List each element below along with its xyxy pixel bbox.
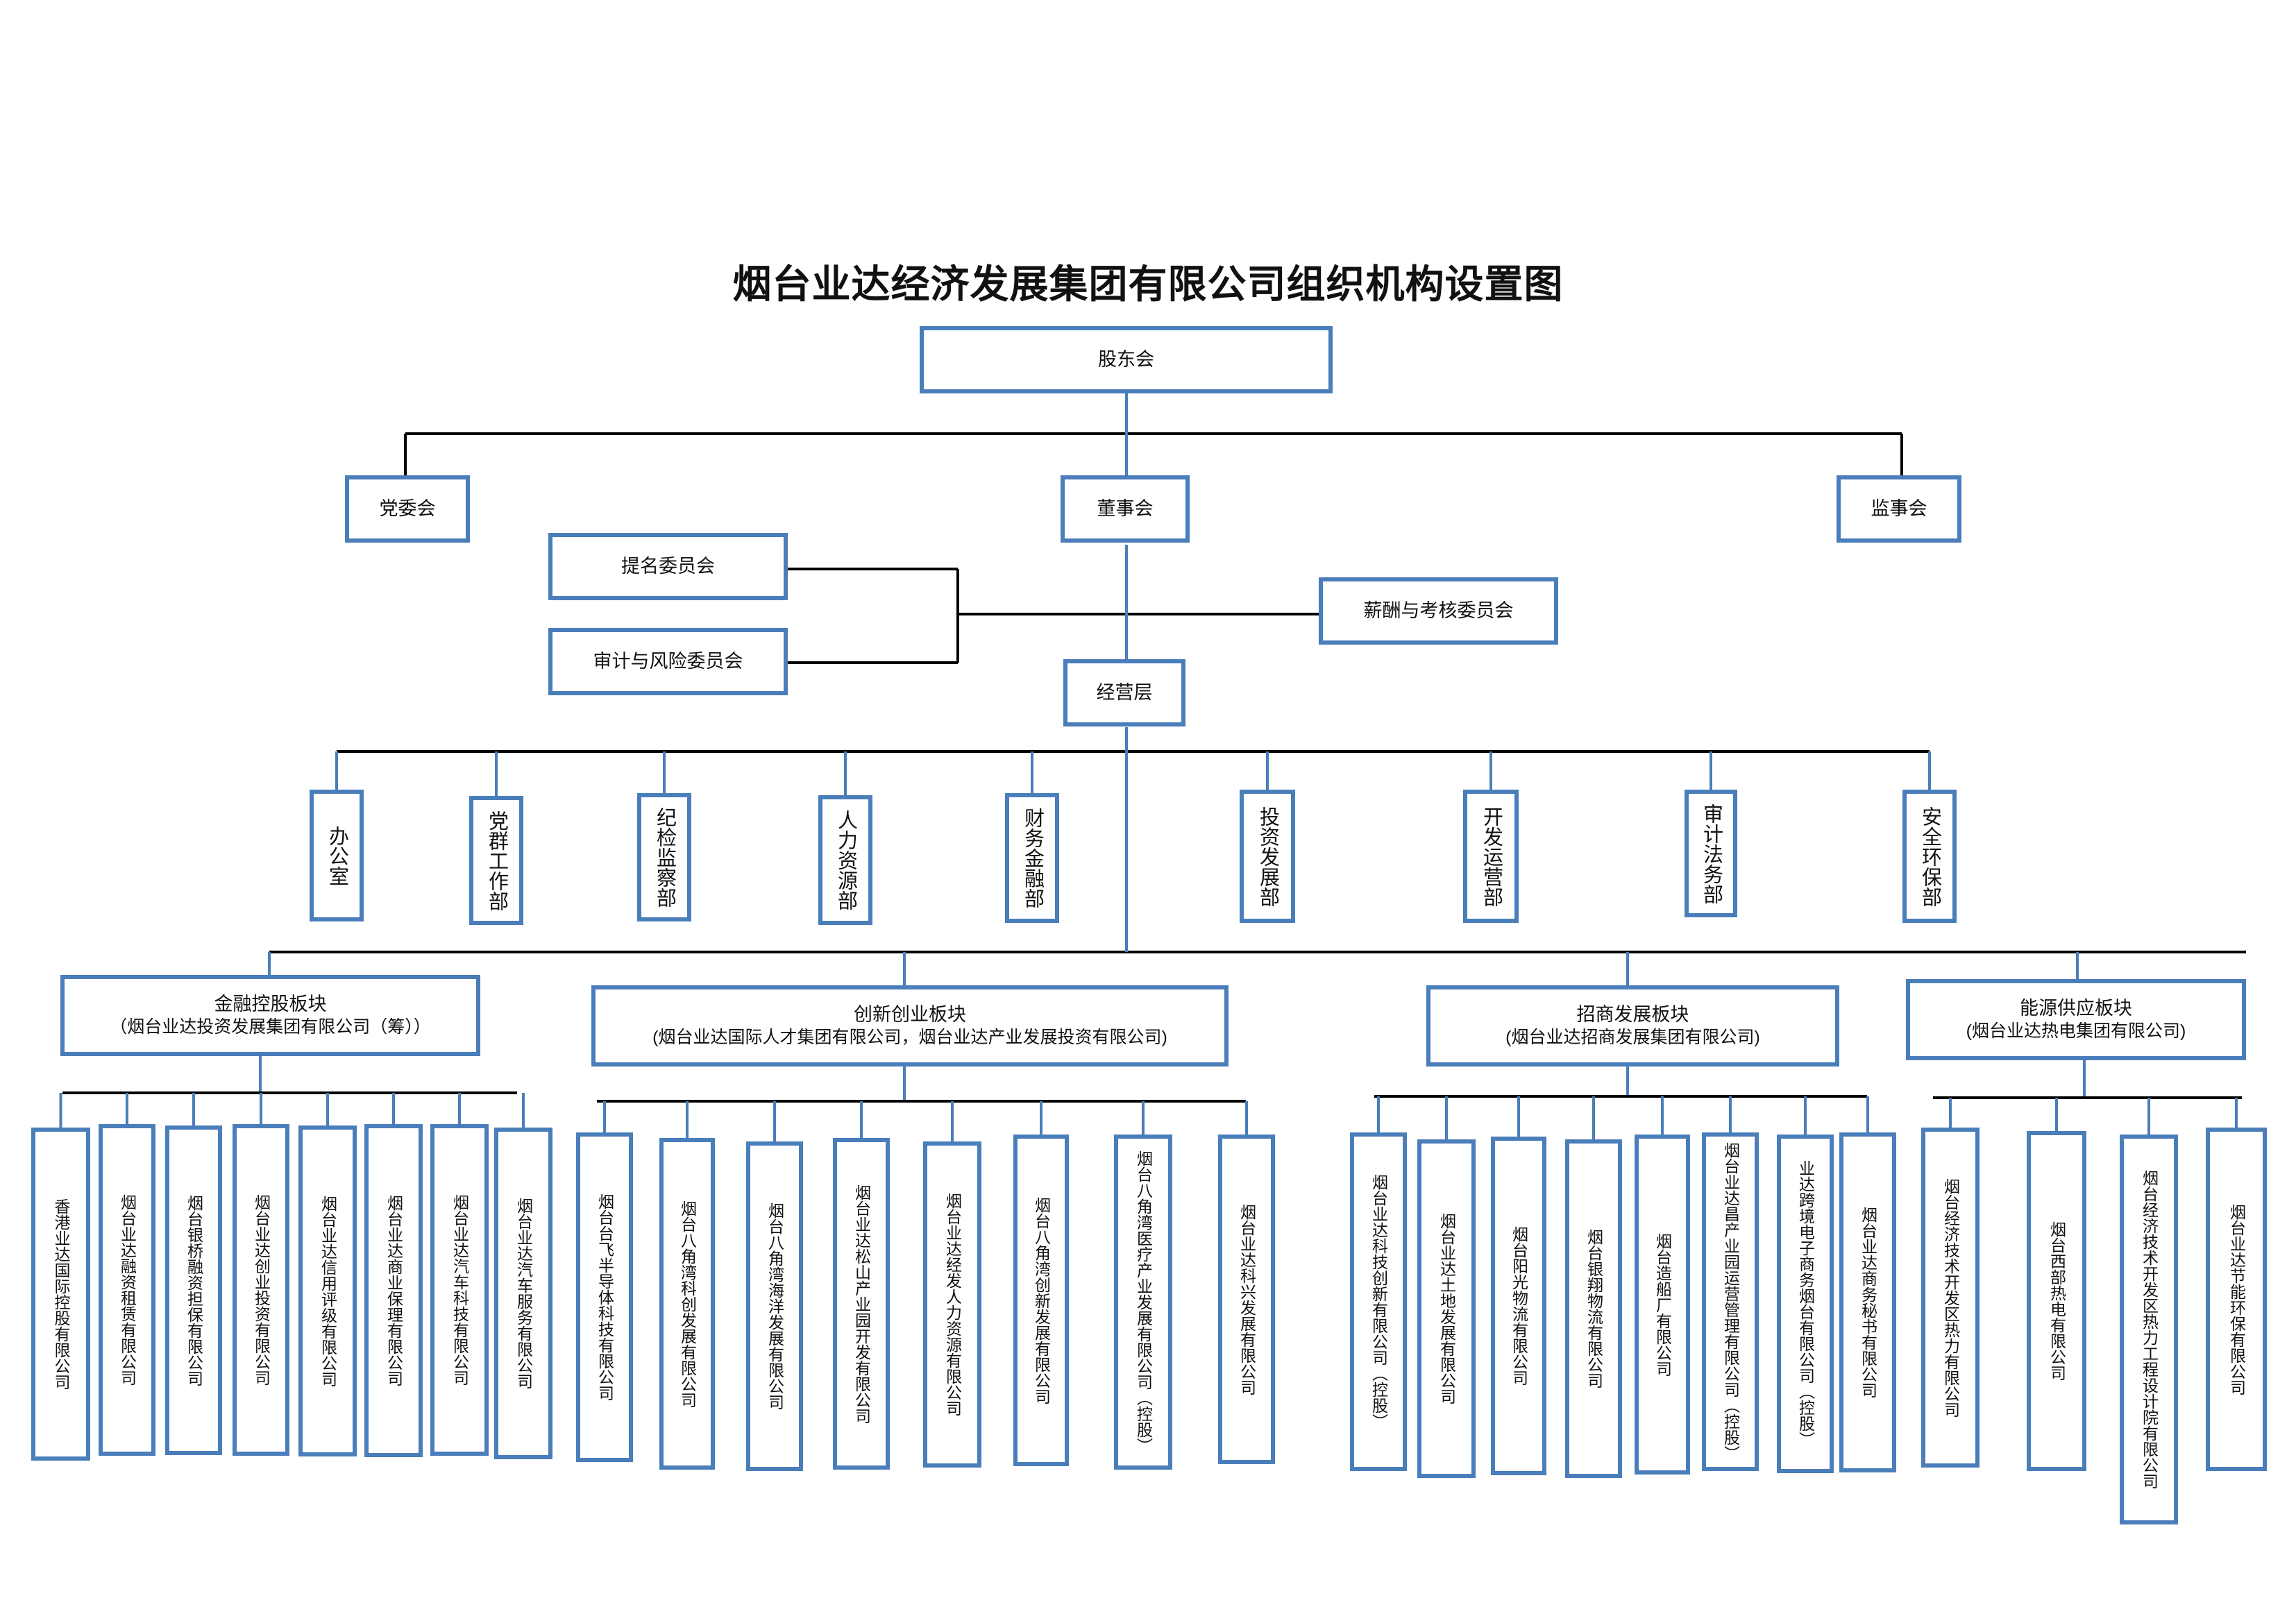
audit-risk-committee-box: 审计与风险委员会 xyxy=(548,628,788,695)
management-box: 经营层 xyxy=(1063,659,1185,726)
board-box: 董事会 xyxy=(1061,475,1190,543)
department-box: 审计法务部 xyxy=(1685,790,1737,917)
nomination-committee-box: 提名委员会 xyxy=(548,533,788,600)
segment-box: 创新创业板块(烟台业达国际人才集团有限公司，烟台业达产业发展投资有限公司) xyxy=(591,985,1229,1067)
department-box: 开发运营部 xyxy=(1463,790,1519,923)
department-box: 党群工作部 xyxy=(469,796,523,925)
subsidiary-box: 烟台业达商业保理有限公司 xyxy=(364,1124,423,1457)
subsidiary-box: 烟台业达融资租赁有限公司 xyxy=(99,1124,155,1456)
segment-company: (烟台业达国际人才集团有限公司，烟台业达产业发展投资有限公司) xyxy=(652,1027,1167,1047)
subsidiary-box: 烟台业达创业投资有限公司 xyxy=(233,1124,289,1456)
subsidiary-box: 业达跨境电子商务烟台有限公司（控股） xyxy=(1777,1135,1834,1473)
subsidiary-box: 烟台银翔物流有限公司 xyxy=(1565,1139,1622,1478)
subsidiary-box: 烟台银桥融资担保有限公司 xyxy=(165,1125,222,1455)
department-box: 财务金融部 xyxy=(1005,793,1059,923)
supervisors-box: 监事会 xyxy=(1837,475,1961,543)
department-box: 人力资源部 xyxy=(818,795,872,925)
segment-name: 创新创业板块 xyxy=(854,1004,966,1025)
department-box: 安全环保部 xyxy=(1902,790,1957,923)
subsidiary-box: 烟台业达汽车服务有限公司 xyxy=(494,1128,552,1459)
subsidiary-box: 烟台八角湾科创发展有限公司 xyxy=(659,1138,715,1470)
subsidiary-box: 烟台业达松山产业园开发有限公司 xyxy=(833,1138,890,1470)
segment-company: (烟台业达热电集团有限公司) xyxy=(1966,1021,2186,1041)
segment-company: (烟台业达招商发展集团有限公司) xyxy=(1505,1027,1760,1047)
segment-name: 招商发展板块 xyxy=(1576,1004,1689,1025)
segment-box: 招商发展板块(烟台业达招商发展集团有限公司) xyxy=(1426,985,1839,1067)
subsidiary-box: 烟台八角湾创新发展有限公司 xyxy=(1013,1135,1069,1466)
subsidiary-box: 烟台业达昌产业园运营管理有限公司（控股） xyxy=(1702,1132,1759,1471)
subsidiary-box: 烟台业达科技创新有限公司（控股） xyxy=(1350,1132,1407,1471)
segment-box: 能源供应板块(烟台业达热电集团有限公司) xyxy=(1906,979,2246,1060)
subsidiary-box: 烟台业达土地发展有限公司 xyxy=(1417,1139,1476,1478)
subsidiary-box: 烟台西部热电有限公司 xyxy=(2027,1131,2086,1471)
shareholders-box: 股东会 xyxy=(920,326,1333,393)
segment-name: 金融控股板块 xyxy=(214,994,327,1014)
segment-company: （烟台业达投资发展集团有限公司（筹）） xyxy=(110,1017,431,1037)
subsidiary-box: 烟台八角湾海洋发展有限公司 xyxy=(746,1141,803,1471)
compensation-committee-box: 薪酬与考核委员会 xyxy=(1319,577,1558,645)
segment-name: 能源供应板块 xyxy=(2020,998,2132,1019)
department-box: 投资发展部 xyxy=(1240,790,1295,923)
department-box: 纪检监察部 xyxy=(637,793,691,921)
segment-box: 金融控股板块 （烟台业达投资发展集团有限公司（筹）） xyxy=(60,975,480,1056)
subsidiary-box: 烟台造船厂有限公司 xyxy=(1635,1135,1690,1475)
subsidiary-box: 烟台阳光物流有限公司 xyxy=(1491,1137,1546,1475)
chart-title: 烟台业达经济发展集团有限公司组织机构设置图 xyxy=(732,262,1564,307)
subsidiary-box: 烟台业达节能环保有限公司 xyxy=(2206,1128,2267,1471)
subsidiary-box: 烟台台飞半导体科技有限公司 xyxy=(576,1132,633,1462)
subsidiary-box: 香港业达国际控股有限公司 xyxy=(31,1128,90,1461)
subsidiary-box: 烟台八角湾医疗产业发展有限公司（控股） xyxy=(1114,1135,1172,1470)
department-box: 办公室 xyxy=(310,790,364,921)
subsidiary-box: 烟台业达商务秘书有限公司 xyxy=(1839,1132,1896,1472)
subsidiary-box: 烟台业达经发人力资源有限公司 xyxy=(923,1141,981,1468)
subsidiary-box: 烟台业达汽车科技有限公司 xyxy=(430,1124,489,1456)
subsidiary-box: 烟台业达信用评级有限公司 xyxy=(298,1125,357,1456)
subsidiary-box: 烟台经济技术开发区热力工程设计院有限公司 xyxy=(2120,1135,2178,1524)
subsidiary-box: 烟台经济技术开发区热力有限公司 xyxy=(1921,1128,1980,1468)
party-committee-box: 党委会 xyxy=(345,475,470,543)
subsidiary-box: 烟台业达科兴发展有限公司 xyxy=(1218,1135,1275,1464)
